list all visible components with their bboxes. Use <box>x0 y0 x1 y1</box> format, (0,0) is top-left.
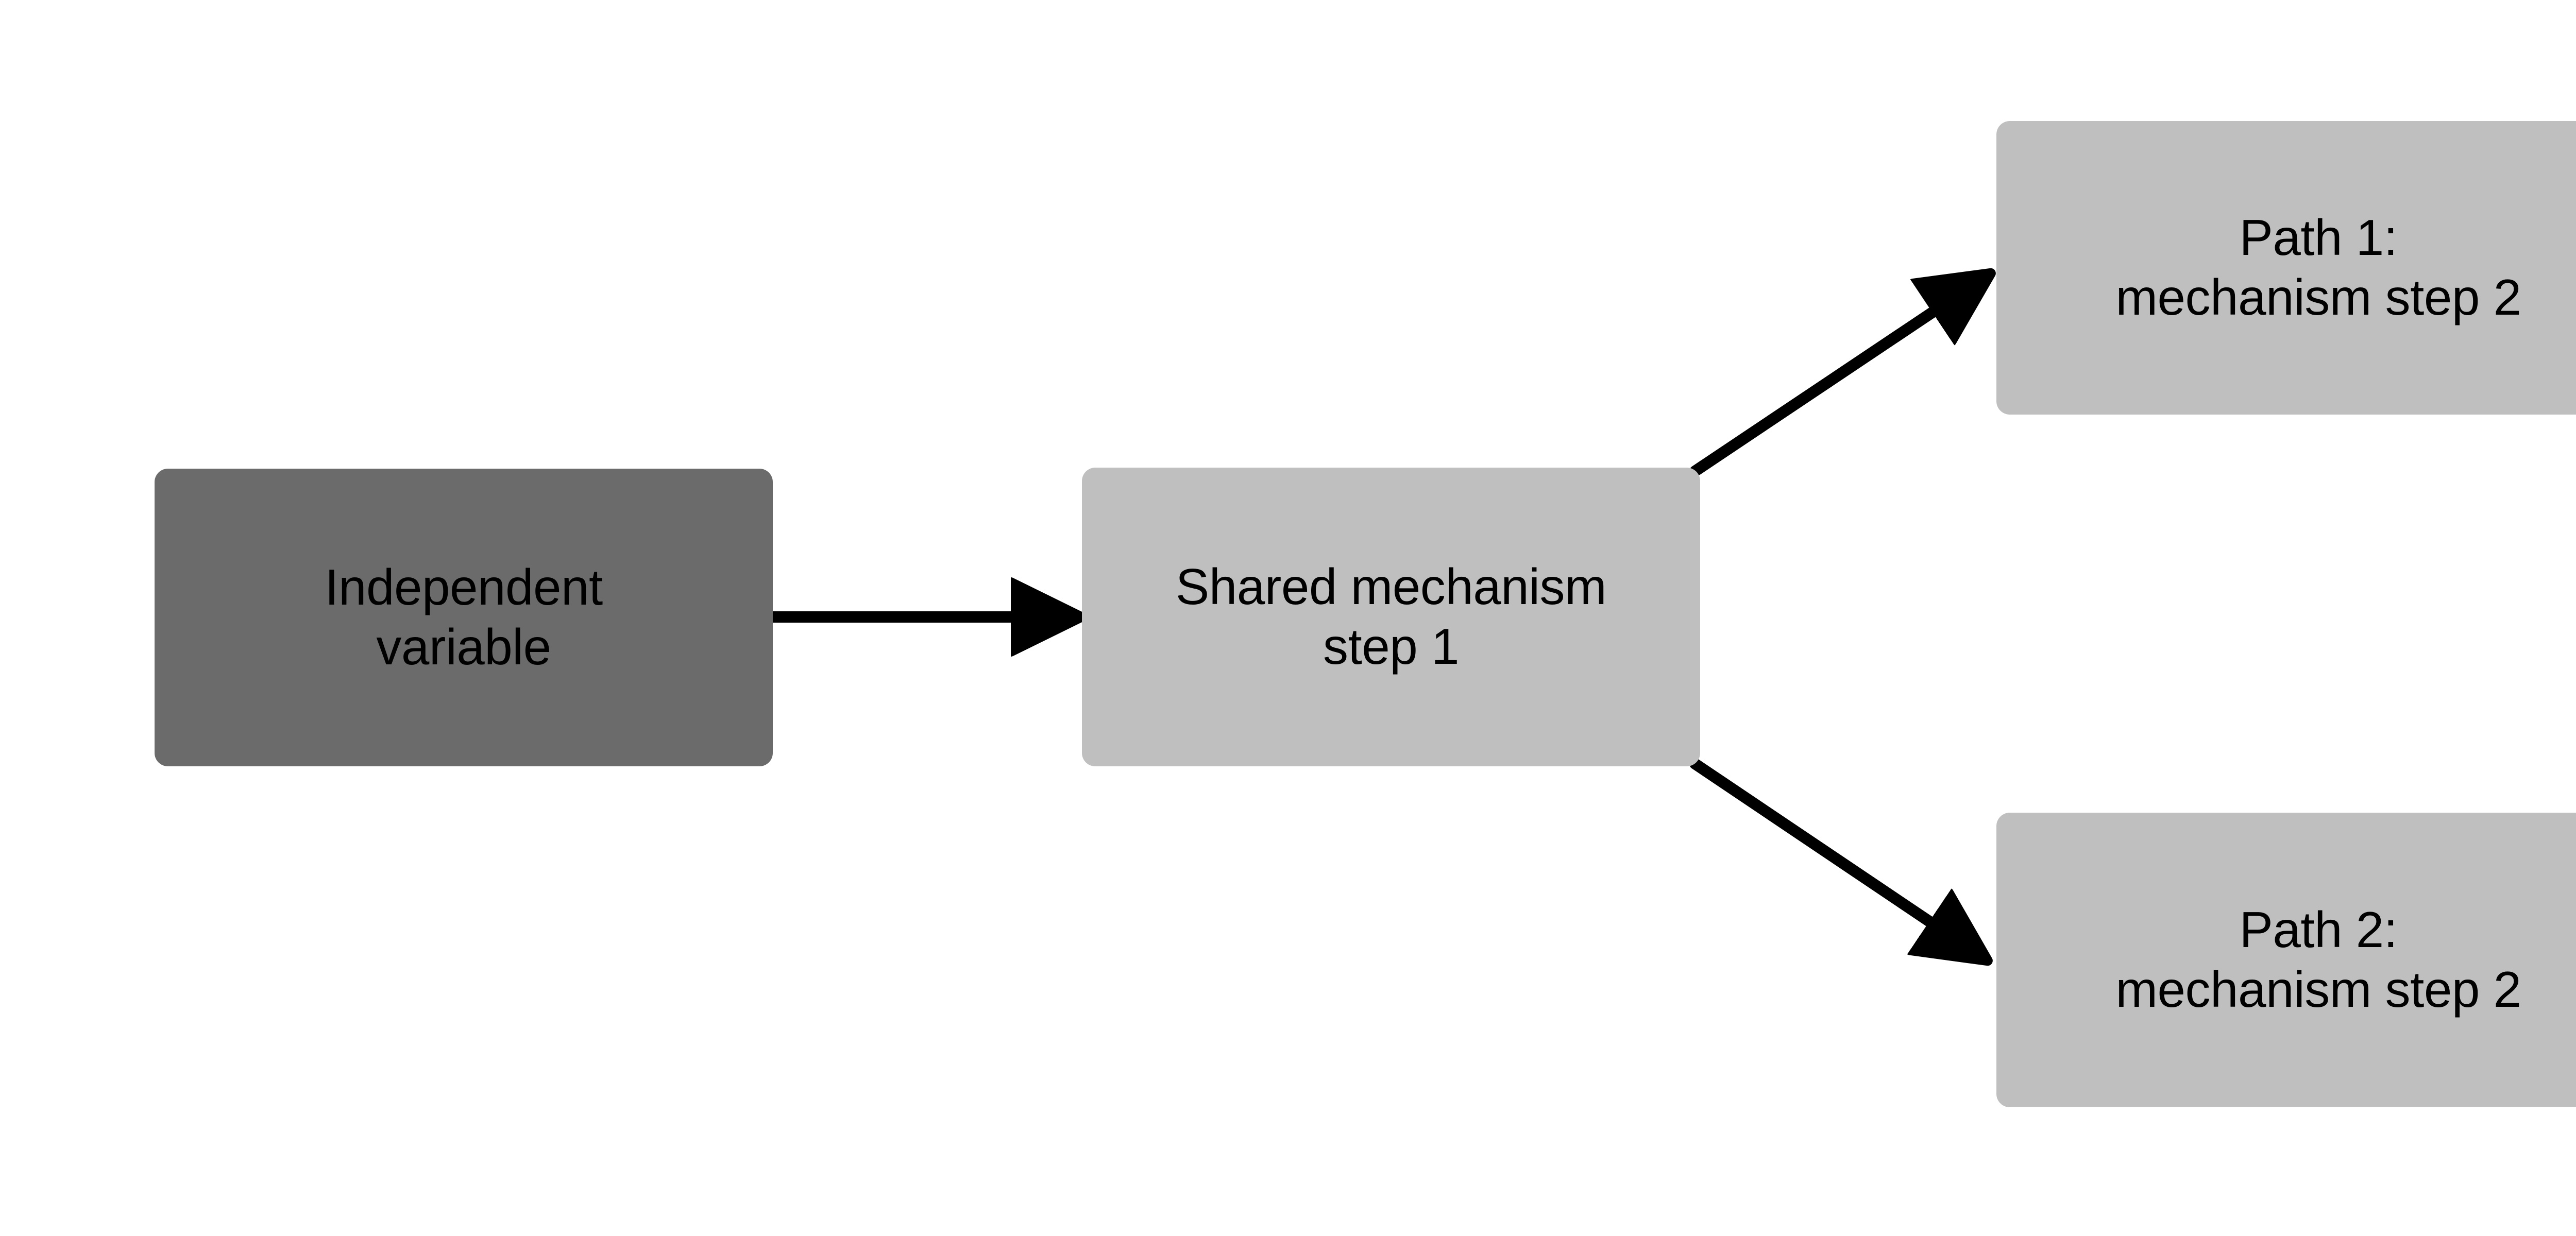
edge-shared-to-path2 <box>1689 758 1982 957</box>
edge-shared-to-path1 <box>1689 277 1985 477</box>
node-independent-variable[interactable]: Independent variable <box>155 469 773 766</box>
node-path-2-mechanism-step-2[interactable]: Path 2: mechanism step 2 <box>1996 813 2576 1107</box>
node-shared-mechanism-step-1[interactable]: Shared mechanism step 1 <box>1082 468 1700 766</box>
node-path-1-mechanism-step-2[interactable]: Path 1: mechanism step 2 <box>1996 121 2576 415</box>
